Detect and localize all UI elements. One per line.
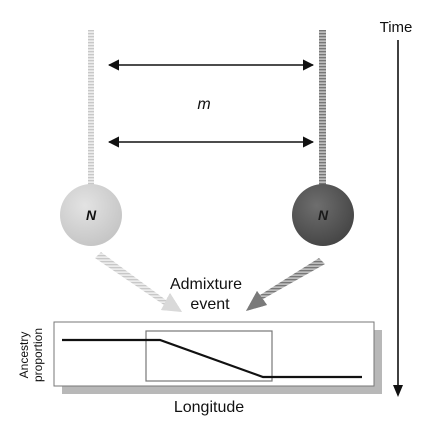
time-arrow-icon: [393, 40, 403, 397]
population-left-label: N: [86, 207, 97, 223]
x-axis-label: Longitude: [174, 399, 244, 416]
admixture-arrow-right: [246, 258, 325, 311]
ancestry-cline: [62, 338, 362, 379]
cline-plot: [53, 321, 382, 394]
population-left: N: [60, 184, 122, 246]
admixture-event-label-line2: event: [190, 296, 230, 313]
time-label: Time: [380, 19, 413, 36]
y-axis-label-line1: Ancestry: [17, 332, 31, 379]
migration-label: m: [197, 96, 210, 113]
admixture-event-label-line1: Admixture: [170, 276, 242, 293]
population-right: N: [292, 184, 354, 246]
lineage-right: [319, 30, 326, 186]
admixture-arrow-left: [95, 252, 182, 312]
population-right-label: N: [318, 207, 329, 223]
y-axis-label-line2: proportion: [31, 328, 45, 382]
lineage-left: [88, 30, 94, 186]
